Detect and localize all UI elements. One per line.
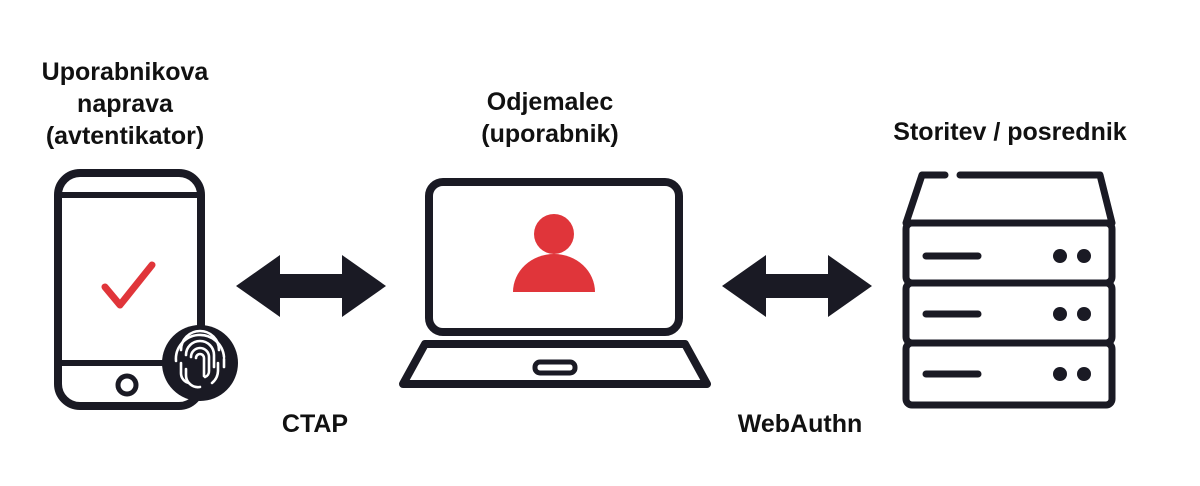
webauthn-label: WebAuthn xyxy=(737,410,863,438)
laptop-icon xyxy=(399,178,711,388)
smartphone-icon xyxy=(54,169,238,410)
user-icon xyxy=(513,214,595,292)
double-arrow-icon-webauthn xyxy=(722,255,872,317)
service-label-line1: Storitev / posrednik xyxy=(893,118,1127,146)
device-label-line2: naprava xyxy=(77,90,173,118)
checkmark-icon xyxy=(101,261,156,309)
client-label: Odjemalec (uporabnik) xyxy=(400,86,700,150)
client-label-line1: Odjemalec xyxy=(486,88,614,116)
device-label-line1: Uporabnikova xyxy=(41,58,209,86)
device-label-line3: (avtentikator) xyxy=(45,122,205,150)
service-label: Storitev / posrednik xyxy=(840,116,1180,148)
device-label: Uporabnikova naprava (avtentikator) xyxy=(0,56,250,152)
client-label-line2: (uporabnik) xyxy=(481,120,619,148)
server-rack-icon xyxy=(902,171,1116,409)
fingerprint-icon xyxy=(162,325,238,401)
ctap-label: CTAP xyxy=(281,410,349,438)
double-arrow-icon-ctap xyxy=(236,255,386,317)
